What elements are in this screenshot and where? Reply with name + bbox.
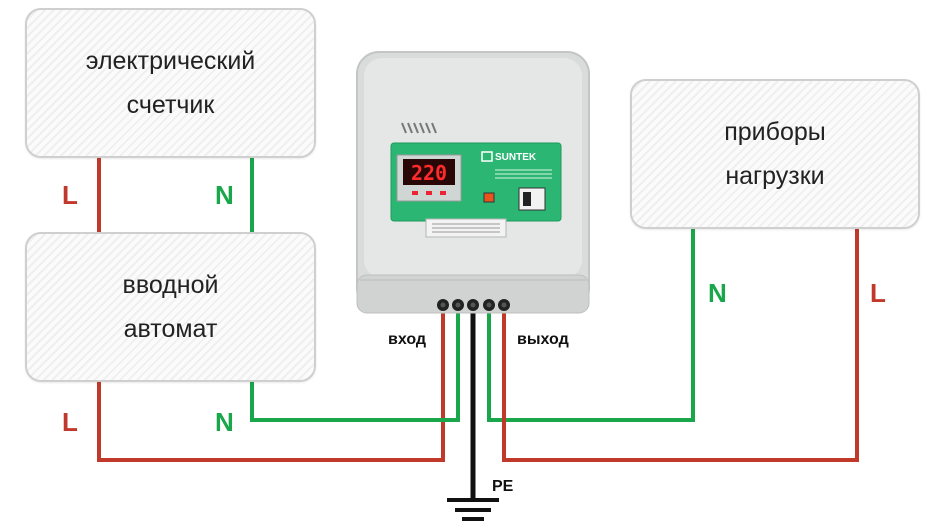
power-switch	[518, 187, 546, 211]
electric-meter-label: электрический счетчик	[85, 47, 256, 119]
meter-phase-label: L	[62, 180, 78, 210]
input-breaker-label: вводной автомат	[122, 271, 219, 343]
meter-neutral-label: N	[215, 180, 234, 210]
output-phase-wire	[502, 229, 859, 462]
electric-meter-block: электрический счетчик	[25, 8, 316, 158]
output-neutral-wire	[487, 229, 695, 422]
vent-grille	[401, 122, 437, 134]
input-port-label: вход	[388, 331, 427, 348]
load-phase-label: L	[870, 278, 886, 308]
indicator-light	[483, 192, 495, 203]
voltage-stabilizer: 220 SUNTEK	[356, 51, 590, 314]
breaker-phase-label: L	[62, 407, 78, 437]
input-breaker-block: вводной автомат	[25, 232, 316, 382]
load-devices-block: приборы нагрузки	[630, 79, 920, 229]
ground-symbol	[447, 498, 499, 521]
load-neutral-label: N	[708, 278, 727, 308]
output-port-label: выход	[517, 331, 569, 348]
input-neutral-wire	[250, 305, 460, 422]
display-value: 220	[411, 161, 447, 185]
load-devices-label: приборы нагрузки	[724, 118, 826, 190]
breaker-neutral-label: N	[215, 407, 234, 437]
input-phase-wire	[97, 305, 445, 462]
terminal-block	[437, 299, 510, 311]
ground-label: PE	[492, 478, 514, 495]
brand-label: SUNTEK	[495, 152, 537, 163]
